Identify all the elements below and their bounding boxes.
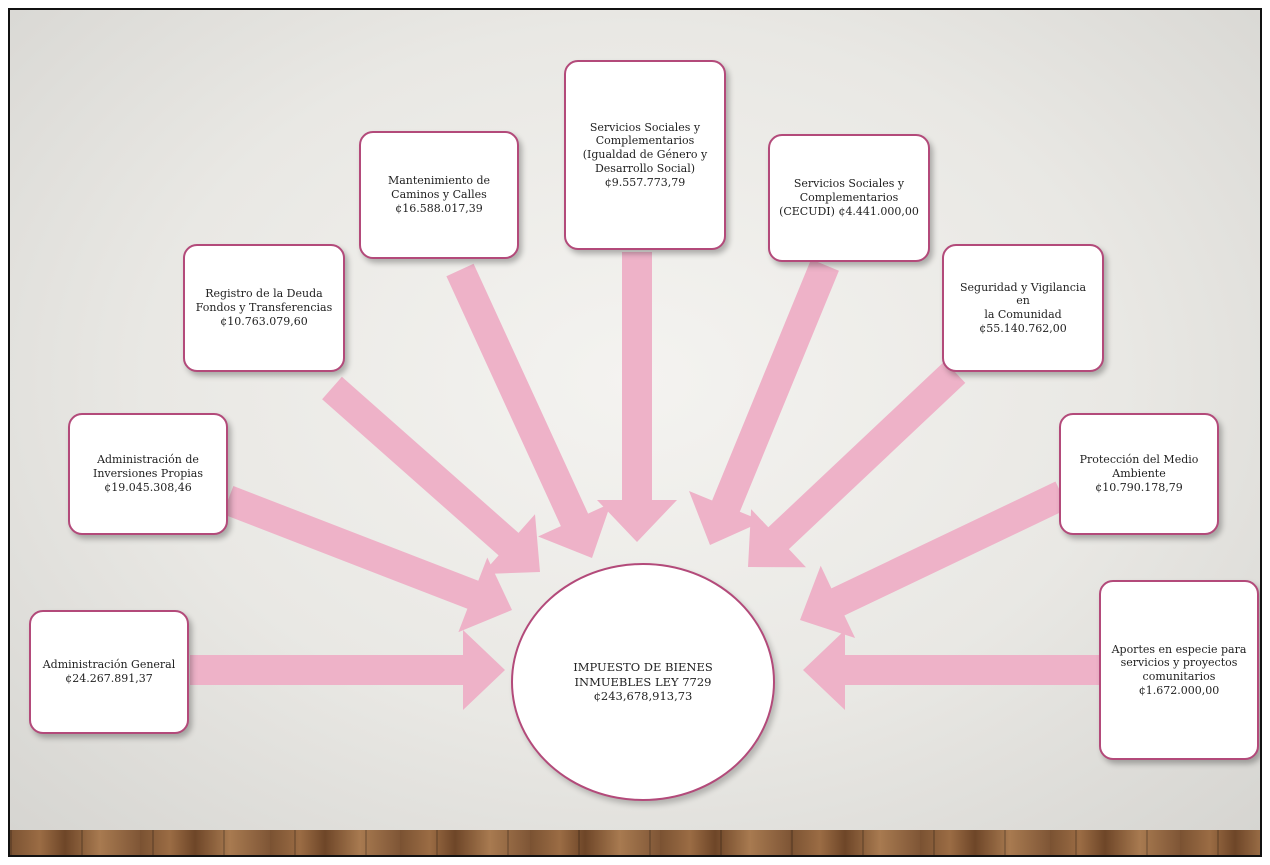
node-line: Registro de la Deuda: [205, 287, 323, 301]
node-line: servicios y proyectos: [1120, 656, 1238, 670]
arrows-layer: [190, 252, 1100, 710]
slide: Administración General ¢24.267.891,37 Ad…: [8, 8, 1262, 857]
node-amount: ¢19.045.308,46: [104, 480, 192, 494]
node-amount: ¢10.763.079,60: [220, 314, 308, 328]
node-mantenimiento-caminos: Mantenimiento de Caminos y Calles ¢16.58…: [359, 131, 519, 259]
node-line: Fondos y Transferencias: [195, 301, 333, 315]
node-proteccion-medio-ambiente: Protección del Medio Ambiente ¢10.790.17…: [1059, 413, 1219, 535]
wooden-floor: [10, 830, 1260, 855]
node-line: Inversiones Propias: [93, 467, 203, 481]
center-line: INMUEBLES LEY 7729: [574, 674, 712, 689]
center-amount: ¢243,678,913,73: [593, 689, 693, 704]
node-line: Mantenimiento de: [387, 174, 491, 188]
node-registro-deuda: Registro de la Deuda Fondos y Transferen…: [183, 244, 345, 372]
node-line: Aportes en especie para: [1111, 642, 1247, 656]
node-amount: ¢16.588.017,39: [395, 201, 483, 215]
node-aportes-especie: Aportes en especie para servicios y proy…: [1099, 580, 1259, 760]
arrow-servicios-sociales-genero: [597, 252, 677, 542]
node-administracion-inversiones: Administración de Inversiones Propias ¢1…: [68, 413, 228, 535]
node-line: Servicios Sociales y: [793, 177, 905, 191]
node-line: Administración de: [97, 453, 199, 467]
node-line: Complementarios: [799, 191, 899, 205]
arrow-aportes-especie: [803, 630, 1100, 710]
node-line: Caminos y Calles: [391, 188, 487, 202]
arrow-mantenimiento-caminos: [446, 263, 611, 558]
center-line: IMPUESTO DE BIENES: [573, 660, 713, 675]
arrow-administracion-inversiones: [222, 486, 512, 633]
node-line: Administración General: [42, 658, 176, 672]
center-node-impuesto-bienes-inmuebles: IMPUESTO DE BIENES INMUEBLES LEY 7729 ¢2…: [511, 563, 775, 801]
node-administracion-general: Administración General ¢24.267.891,37: [29, 610, 189, 734]
node-line: Servicios Sociales y: [589, 120, 701, 134]
arrow-administracion-general: [190, 630, 505, 710]
node-servicios-sociales-cecudi: Servicios Sociales y Complementarios (CE…: [768, 134, 930, 262]
node-amount: (CECUDI) ¢4.441.000,00: [779, 204, 919, 218]
node-line: Complementarios: [595, 134, 695, 148]
node-line: Ambiente: [1112, 467, 1166, 481]
node-line: comunitarios: [1142, 670, 1216, 683]
node-amount: ¢1.672.000,00: [1138, 683, 1220, 697]
node-line: (Igualdad de Género y: [582, 148, 708, 162]
node-servicios-sociales-genero: Servicios Sociales y Complementarios (Ig…: [564, 60, 726, 250]
node-line: Seguridad y Vigilancia en: [959, 280, 1087, 308]
arrow-servicios-sociales-cecudi: [689, 259, 839, 545]
arrow-registro-deuda: [322, 376, 540, 575]
node-line: la Comunidad: [984, 308, 1062, 321]
node-amount: ¢10.790.178,79: [1095, 480, 1183, 494]
arrow-proteccion-medio-ambiente: [800, 481, 1069, 638]
arrow-seguridad-vigilancia: [748, 361, 966, 568]
node-line: Desarrollo Social): [594, 161, 695, 175]
node-amount: ¢55.140.762,00: [979, 321, 1067, 335]
node-amount: ¢9.557.773,79: [604, 175, 686, 189]
node-line: Protección del Medio: [1079, 453, 1199, 467]
node-amount: ¢24.267.891,37: [65, 672, 153, 685]
node-seguridad-vigilancia: Seguridad y Vigilancia en la Comunidad ¢…: [942, 244, 1104, 372]
